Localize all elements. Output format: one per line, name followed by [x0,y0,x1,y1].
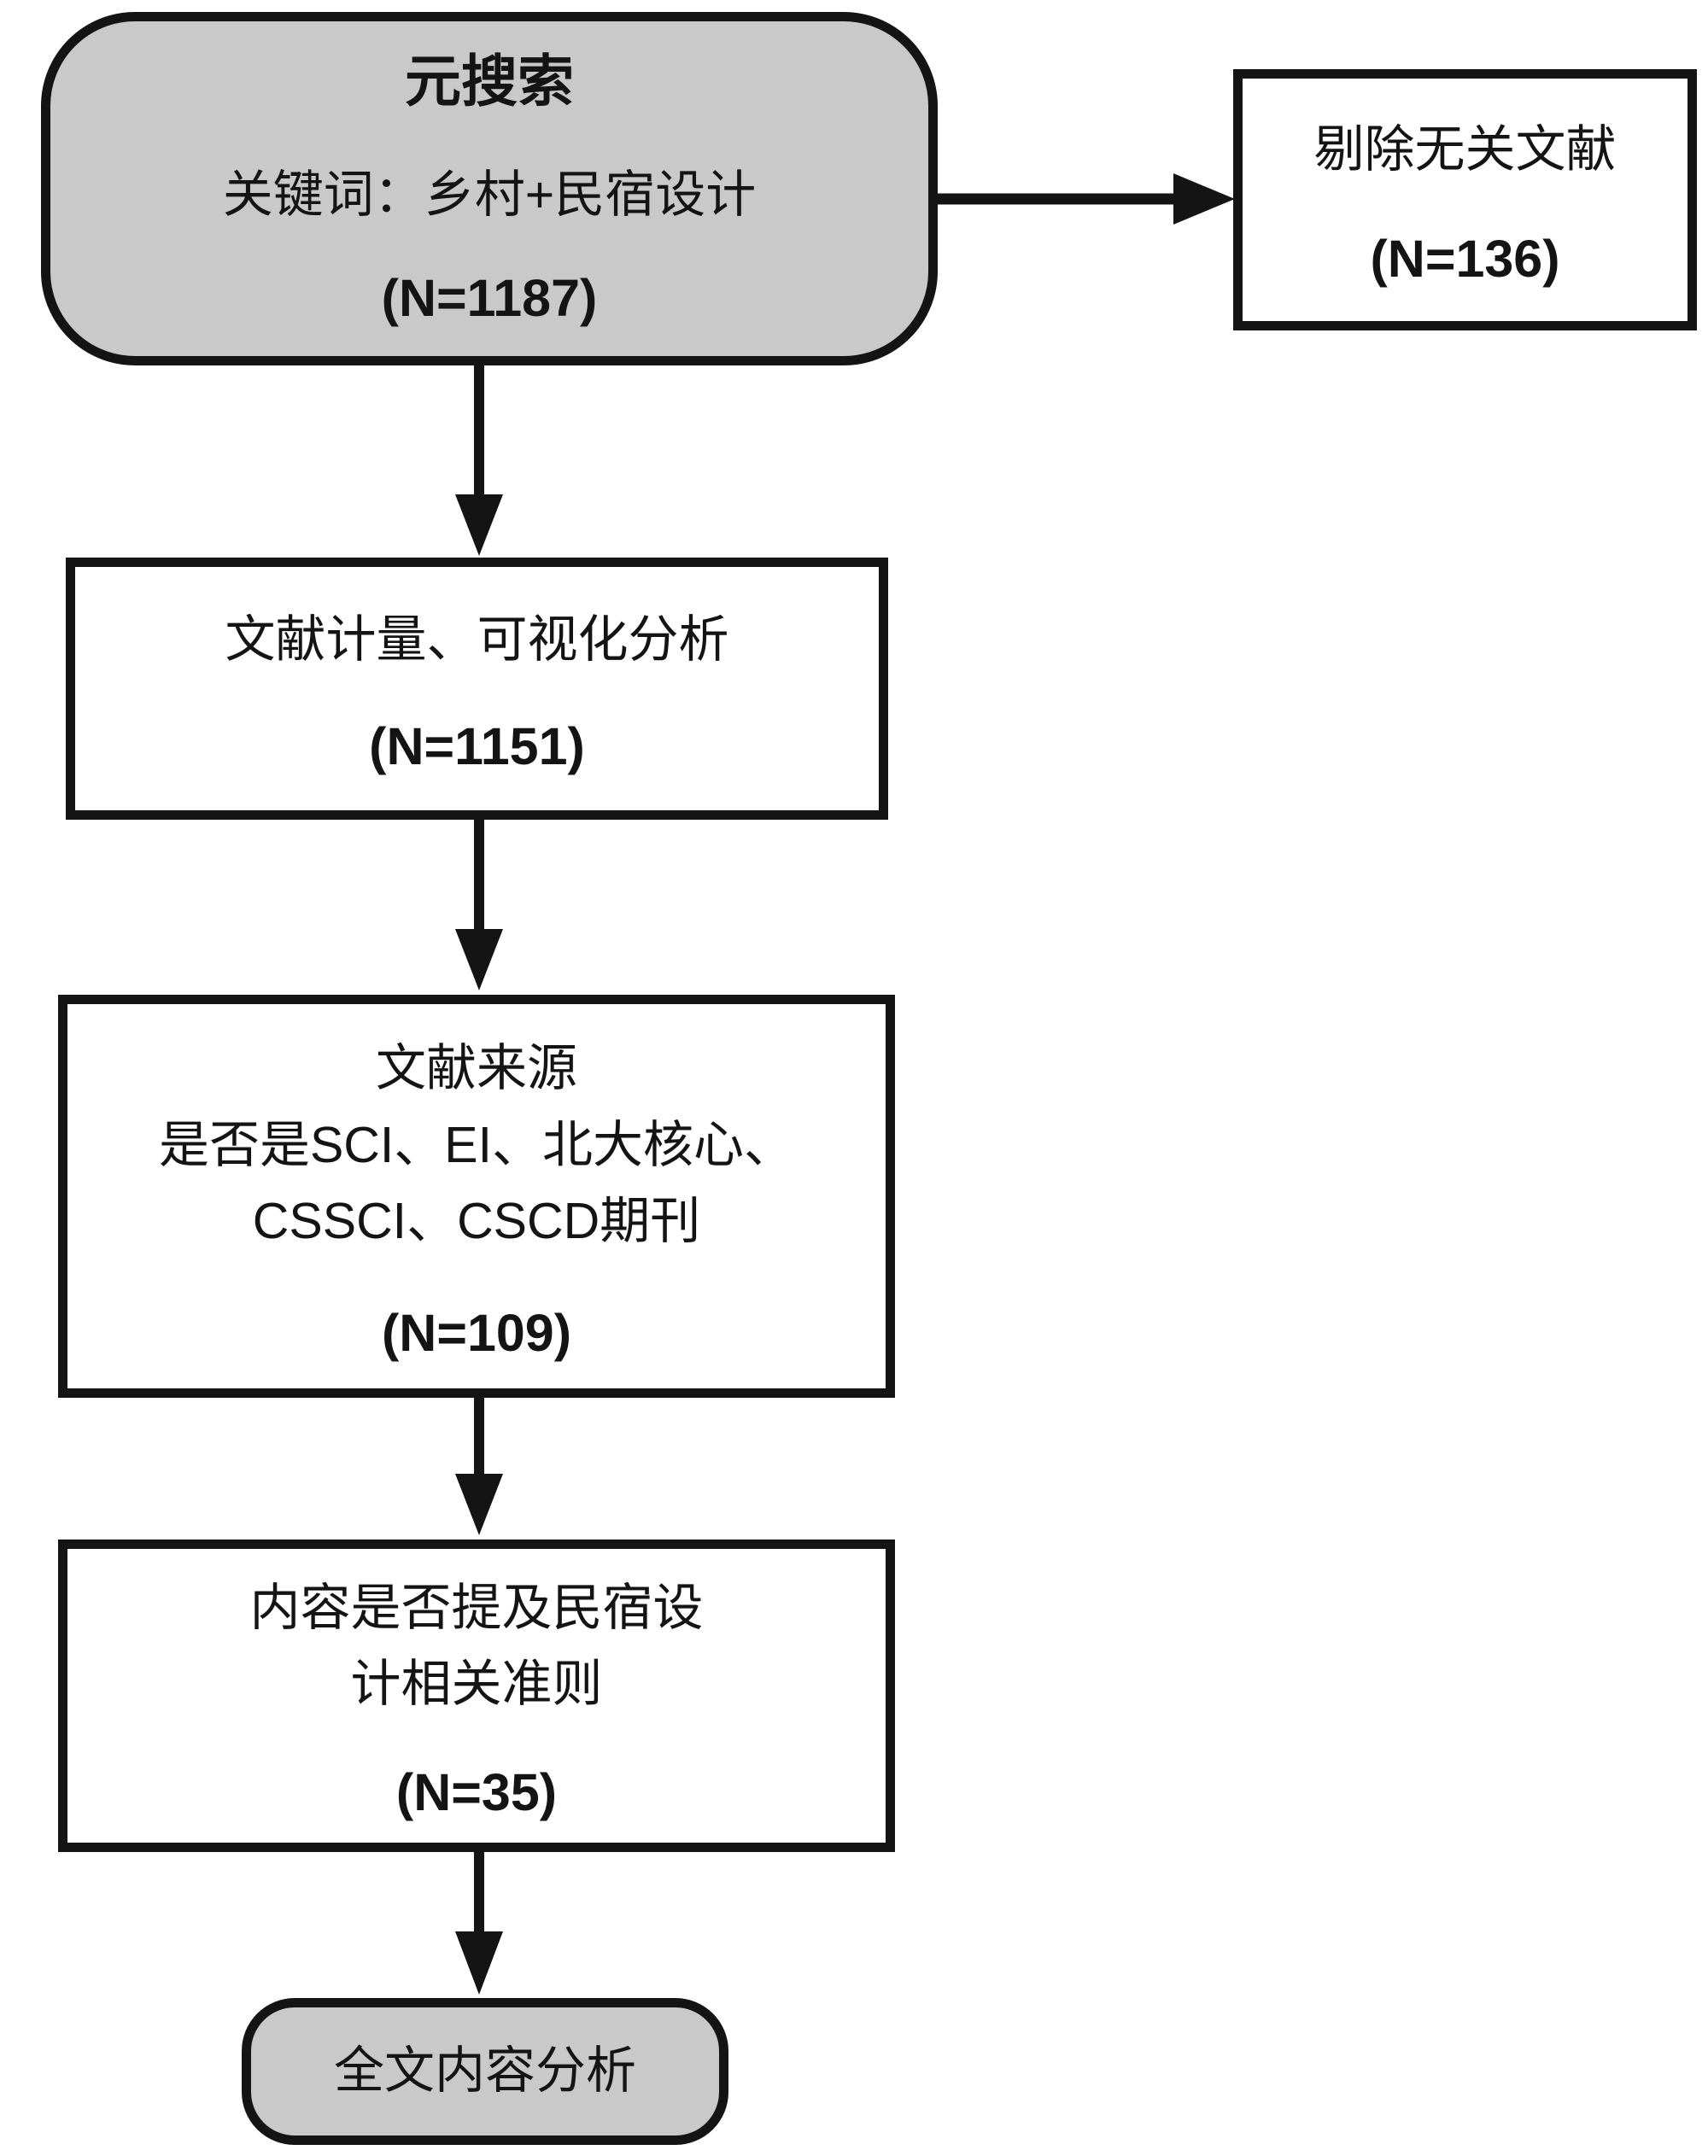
meta-search-count: (N=1187) [381,268,598,327]
node-content-filter: 内容是否提及民宿设 计相关准则 (N=35) [58,1540,895,1852]
source-filter-count: (N=109) [381,1303,572,1362]
meta-search-keywords: 关键词：乡村+民宿设计 [222,166,757,223]
bibliometric-count: (N=1151) [369,716,585,775]
node-source-filter: 文献来源 是否是SCI、EI、北大核心、 CSSCI、CSCD期刊 (N=109… [58,995,895,1398]
full-text-label: 全文内容分析 [333,2042,636,2100]
source-filter-line2: 是否是SCI、EI、北大核心、 [158,1116,795,1173]
arrow-source-to-content [455,1394,503,1535]
node-meta-search: 元搜索 关键词：乡村+民宿设计 (N=1187) [41,12,938,365]
arrow-meta-search-to-excluded [938,173,1235,225]
arrow-bibliometric-to-source [455,816,503,990]
meta-search-title: 元搜索 [405,50,574,114]
node-bibliometric-analysis: 文献计量、可视化分析 (N=1151) [66,558,888,820]
arrow-meta-search-to-bibliometric [455,362,503,556]
content-filter-count: (N=35) [395,1763,558,1822]
source-filter-line3: CSSCI、CSCD期刊 [252,1193,701,1250]
node-full-text-analysis: 全文内容分析 [242,1998,728,2145]
content-filter-line1: 内容是否提及民宿设 [249,1579,704,1636]
arrow-content-to-fulltext [455,1849,503,1995]
content-filter-line2: 计相关准则 [350,1656,603,1713]
node-excluded-literature: 剔除无关文献 (N=136) [1233,69,1697,330]
source-filter-line1: 文献来源 [375,1039,577,1096]
excluded-label: 剔除无关文献 [1313,120,1617,178]
excluded-count: (N=136) [1370,230,1560,289]
bibliometric-label: 文献计量、可视化分析 [225,611,729,669]
